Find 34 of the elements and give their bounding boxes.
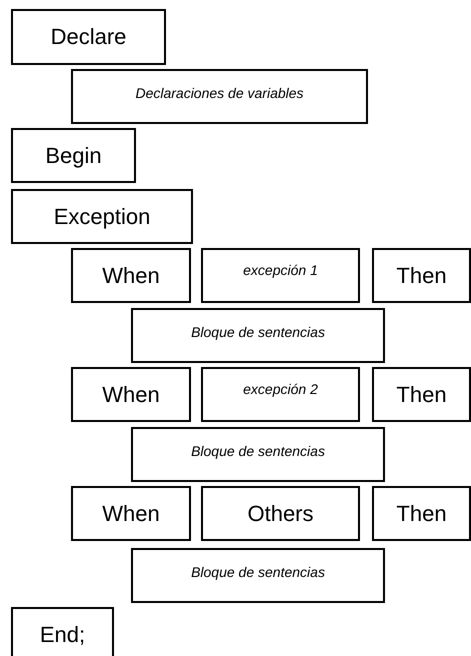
keyword-label: When: [101, 262, 161, 288]
text-box: [201, 367, 360, 422]
text-box: [71, 248, 191, 303]
text-box: [372, 367, 471, 422]
text-box: [201, 486, 360, 541]
text-box: [11, 9, 166, 65]
text-box: [71, 367, 191, 422]
keyword-label: excepción 1: [242, 262, 319, 278]
text-box: [11, 189, 193, 244]
text-box: [131, 427, 385, 482]
keyword-label: excepción 2: [242, 381, 319, 397]
keyword-label: Bloque de sentencias: [190, 443, 326, 459]
keyword-label: When: [101, 382, 161, 408]
text-box: [372, 486, 471, 541]
keyword-label: Bloque de sentencias: [190, 324, 326, 340]
keyword-label: Then: [395, 500, 448, 526]
text-box: [131, 548, 385, 603]
keyword-label: Then: [395, 382, 448, 408]
keyword-label: Exception: [52, 204, 152, 230]
text-box: [71, 486, 191, 541]
keyword-label: Bloque de sentencias: [190, 564, 326, 580]
keyword-label: End;: [38, 622, 86, 648]
text-box: [11, 607, 114, 656]
keyword-label: Declaraciones de variables: [134, 85, 305, 101]
text-box: [372, 248, 471, 303]
text-box: [201, 248, 360, 303]
text-box: [11, 128, 136, 183]
text-box: [71, 69, 368, 124]
keyword-label: Then: [395, 262, 448, 288]
text-box: [131, 308, 385, 363]
keyword-label: Begin: [44, 142, 103, 168]
keyword-label: Others: [246, 500, 315, 526]
keyword-label: Declare: [50, 24, 128, 50]
keyword-label: When: [101, 500, 161, 526]
